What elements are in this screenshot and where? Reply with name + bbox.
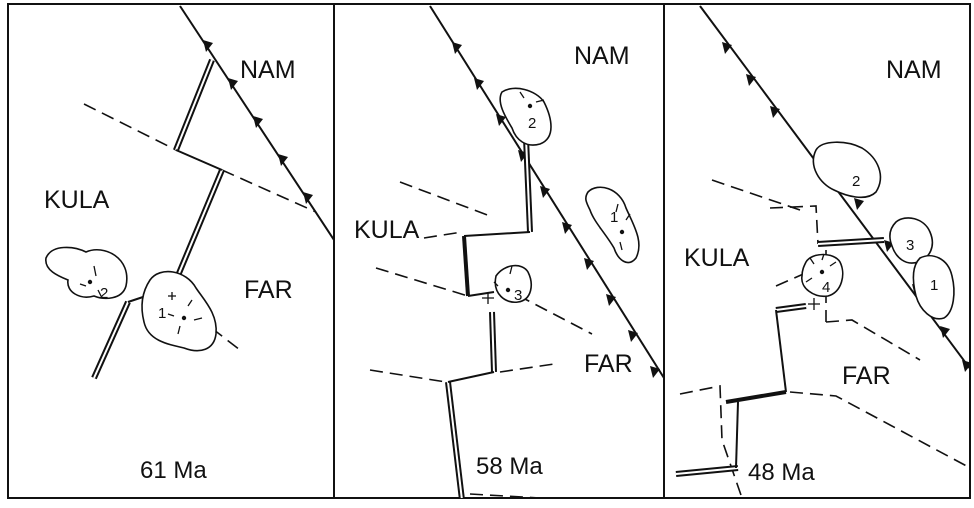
fracture-zone	[375, 267, 469, 297]
plate-label-kula: KULA	[684, 244, 750, 272]
plate-label-nam: NAM	[886, 56, 942, 84]
hotspot-4	[801, 253, 844, 310]
fracture-zone	[711, 179, 801, 211]
plate-label-far: FAR	[584, 350, 633, 378]
transform-fault	[735, 401, 739, 469]
hotspot-1	[585, 186, 640, 264]
spreading-ridge-segment	[462, 235, 470, 297]
panel-48ma: 2 3 1 4	[675, 5, 970, 498]
transform-fault	[447, 371, 495, 383]
panel-frame-48ma	[663, 3, 971, 499]
spreading-ridge	[675, 237, 885, 477]
hotspot-2-label: 2	[100, 285, 108, 302]
plate-label-far: FAR	[244, 276, 293, 304]
hotspot-3	[482, 264, 532, 304]
plate-label-nam: NAM	[574, 42, 630, 70]
transform-fault	[175, 149, 223, 171]
hotspot-1	[141, 270, 217, 352]
subduction-teeth	[452, 42, 660, 378]
fracture-zone	[825, 319, 921, 361]
hotspot-2	[499, 87, 552, 146]
fracture-zone	[83, 103, 177, 151]
fracture-zone	[369, 369, 447, 383]
fracture-zone	[789, 391, 970, 469]
hotspot-2	[812, 141, 882, 199]
fracture-zone	[469, 493, 541, 498]
hotspot-2-label: 2	[852, 173, 860, 190]
hotspot-2-label: 2	[528, 115, 536, 132]
hotspot-3-label: 3	[514, 287, 522, 304]
hotspot-4-label: 4	[822, 279, 830, 296]
transform-fault	[467, 291, 495, 297]
plate-label-kula: KULA	[354, 216, 420, 244]
panel-58ma: 2 1 3	[369, 5, 664, 498]
hotspot-1	[912, 254, 955, 320]
hotspot-1-label: 1	[930, 277, 938, 294]
fracture-zone	[399, 181, 491, 217]
age-label-61ma: 61 Ma	[140, 457, 207, 484]
hotspot-1-label: 1	[610, 209, 618, 226]
spreading-ridge	[445, 137, 533, 498]
subduction-teeth	[203, 40, 313, 204]
panel-61ma: 2 1	[45, 5, 334, 380]
fracture-zone	[221, 169, 317, 213]
fracture-zone	[769, 205, 819, 245]
fracture-zone	[499, 363, 555, 373]
transform-fault	[775, 309, 787, 393]
age-label-48ma: 48 Ma	[748, 459, 815, 486]
age-label-58ma: 58 Ma	[476, 453, 543, 480]
hotspot-1-label: 1	[158, 305, 166, 322]
fracture-zone	[499, 285, 593, 335]
fracture-zone	[423, 231, 463, 239]
hotspot-2	[45, 246, 128, 300]
spreading-ridge	[91, 58, 225, 380]
plate-label-nam: NAM	[240, 56, 296, 84]
hotspot-3-label: 3	[906, 237, 914, 254]
transform-fault	[463, 231, 531, 237]
plate-label-far: FAR	[842, 362, 891, 390]
spreading-ridge-segment	[725, 390, 787, 404]
plate-label-kula: KULA	[44, 186, 110, 214]
